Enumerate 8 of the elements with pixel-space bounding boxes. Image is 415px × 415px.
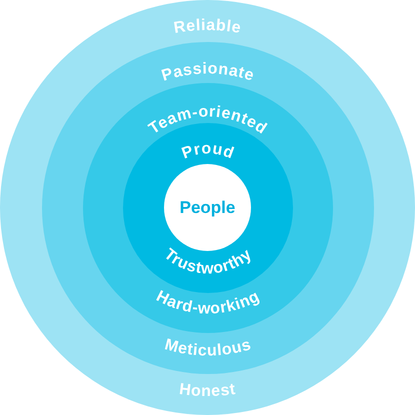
ring-label: Proud <box>179 140 236 162</box>
ring-label: Passionate <box>159 60 256 84</box>
ring-label: Trustworthy <box>160 245 255 278</box>
ring-label: Honest <box>178 380 237 400</box>
ring-label: Meticulous <box>162 336 253 360</box>
center-label: People <box>180 198 236 218</box>
ring-label: Hard-working <box>152 287 262 318</box>
ring-label: Reliable <box>172 17 242 38</box>
